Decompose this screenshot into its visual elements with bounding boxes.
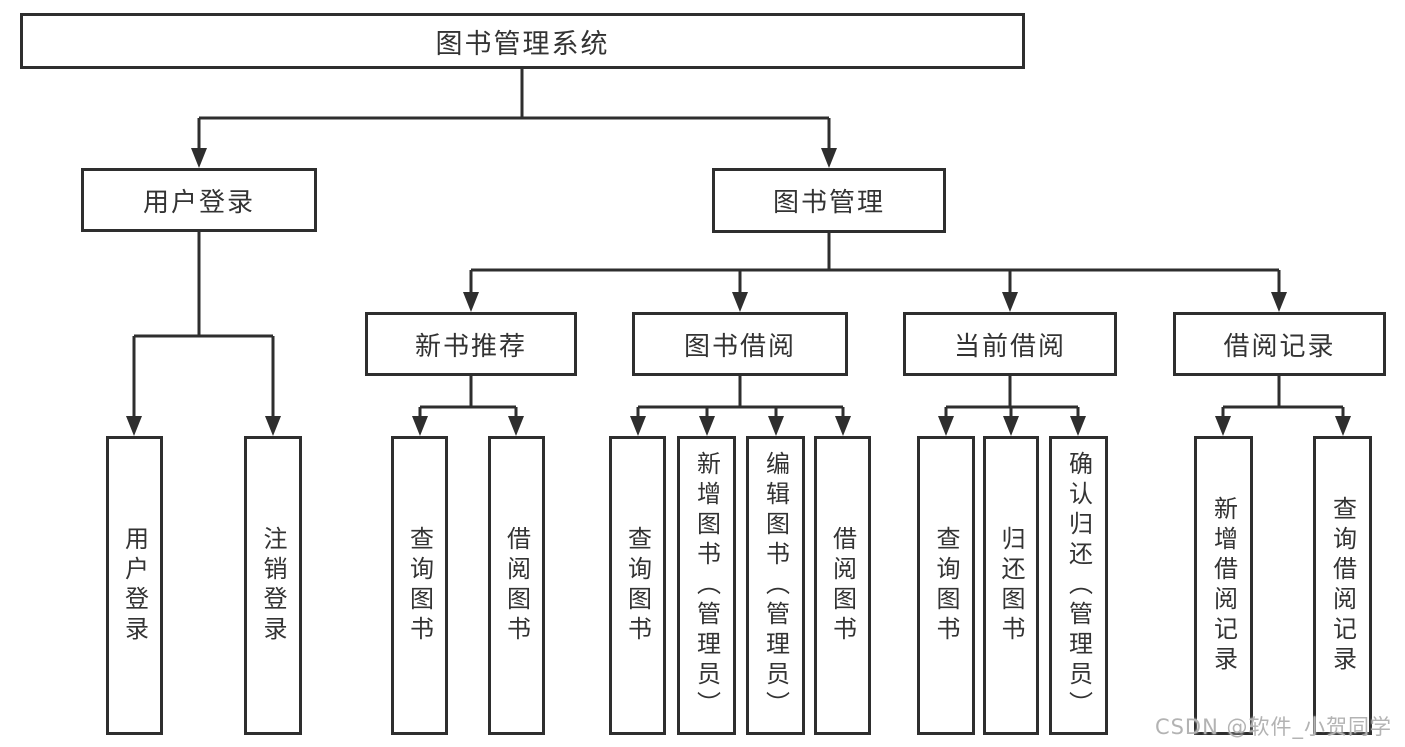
leaf-current-query-books-label: 查询图书 — [932, 525, 960, 646]
node-root: 图书管理系统 — [20, 13, 1025, 69]
leaf-add-books-admin: 新增图书（管理员） — [677, 436, 736, 735]
connector-current-borrow — [938, 376, 1086, 436]
node-current-borrow: 当前借阅 — [903, 312, 1117, 376]
connector-new-book-recommend — [412, 376, 524, 436]
leaf-logout-label: 注销登录 — [259, 525, 287, 646]
leaf-edit-books-admin-label: 编辑图书（管理员） — [761, 450, 790, 721]
leaf-edit-books-admin: 编辑图书（管理员） — [746, 436, 805, 735]
leaf-recommend-query-books-label: 查询图书 — [405, 525, 434, 646]
leaf-add-borrow-record: 新增借阅记录 — [1194, 436, 1253, 735]
node-current-borrow-label: 当前借阅 — [953, 331, 1066, 362]
leaf-recommend-borrow-books-label: 借阅图书 — [502, 525, 531, 646]
leaf-recommend-query-books: 查询图书 — [391, 436, 448, 735]
node-borrow-records: 借阅记录 — [1173, 312, 1386, 376]
leaf-add-borrow-record-label: 新增借阅记录 — [1209, 495, 1238, 676]
node-book-borrow: 图书借阅 — [632, 312, 848, 376]
node-user-login-branch-label: 用户登录 — [142, 187, 255, 218]
leaf-logout: 注销登录 — [244, 436, 302, 735]
node-book-management: 图书管理 — [712, 168, 946, 233]
csdn-watermark: CSDN @软件_小贺同学 — [1154, 715, 1392, 739]
leaf-confirm-return-admin-label: 确认归还（管理员） — [1064, 450, 1093, 721]
connector-book-borrow — [630, 376, 851, 436]
leaf-user-login: 用户登录 — [106, 436, 163, 735]
node-book-borrow-label: 图书借阅 — [683, 331, 796, 362]
leaf-borrow-books: 借阅图书 — [814, 436, 871, 735]
leaf-return-books-label: 归还图书 — [997, 525, 1025, 646]
leaf-current-query-books: 查询图书 — [917, 436, 975, 735]
connector-book-management — [463, 233, 1287, 312]
node-user-login-branch: 用户登录 — [81, 168, 317, 232]
connector-root — [191, 69, 837, 168]
leaf-confirm-return-admin: 确认归还（管理员） — [1049, 436, 1108, 735]
node-book-management-label: 图书管理 — [772, 188, 885, 218]
node-new-book-recommend-label: 新书推荐 — [414, 331, 527, 362]
leaf-query-borrow-record-label: 查询借阅记录 — [1328, 495, 1357, 676]
leaf-recommend-borrow-books: 借阅图书 — [488, 436, 545, 735]
connector-borrow-records — [1215, 376, 1351, 436]
leaf-return-books: 归还图书 — [983, 436, 1039, 735]
leaf-borrow-query-books-label: 查询图书 — [623, 525, 652, 646]
leaf-borrow-books-label: 借阅图书 — [828, 525, 857, 646]
node-new-book-recommend: 新书推荐 — [365, 312, 577, 376]
leaf-borrow-query-books: 查询图书 — [609, 436, 666, 735]
leaf-user-login-label: 用户登录 — [120, 525, 149, 646]
connector-user-login — [126, 232, 281, 436]
leaf-add-books-admin-label: 新增图书（管理员） — [692, 450, 721, 721]
leaf-query-borrow-record: 查询借阅记录 — [1313, 436, 1372, 735]
node-root-label: 图书管理系统 — [435, 28, 610, 60]
node-borrow-records-label: 借阅记录 — [1223, 331, 1336, 362]
